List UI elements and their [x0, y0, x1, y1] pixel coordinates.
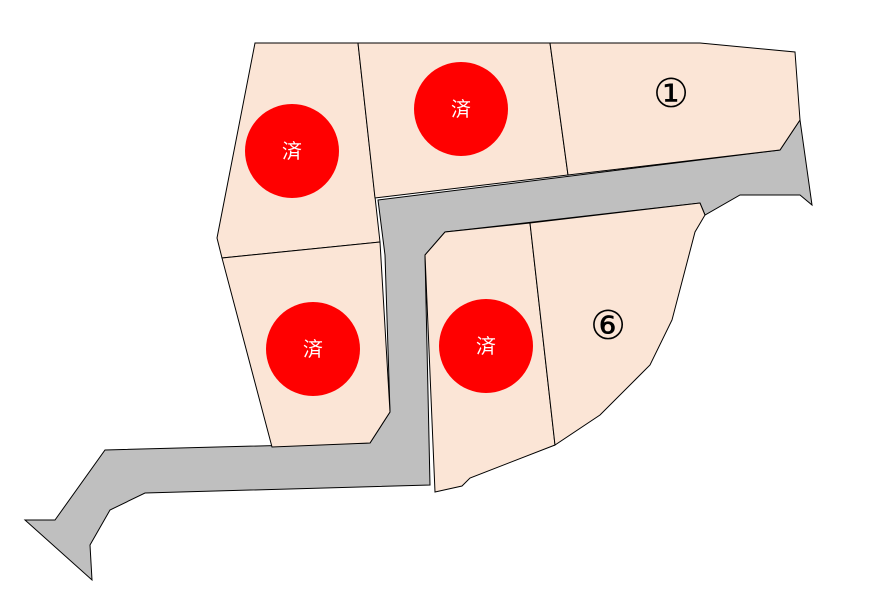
access-road	[23, 118, 813, 582]
sold-label: 済	[303, 337, 323, 361]
sold-label: 済	[476, 334, 496, 358]
sold-label: 済	[451, 97, 471, 121]
lot-number-top-right: ①	[653, 71, 689, 117]
sold-marker-bottom-middle: 済	[439, 299, 533, 393]
sold-marker-top-left: 済	[245, 104, 339, 198]
lot-number-bottom-right: ⑥	[590, 303, 626, 349]
sold-marker-top-middle: 済	[414, 62, 508, 156]
sold-label: 済	[282, 139, 302, 163]
lot-bottom-right	[529, 202, 706, 446]
sold-marker-bottom-left: 済	[266, 302, 360, 396]
lot-top-right	[549, 42, 801, 176]
